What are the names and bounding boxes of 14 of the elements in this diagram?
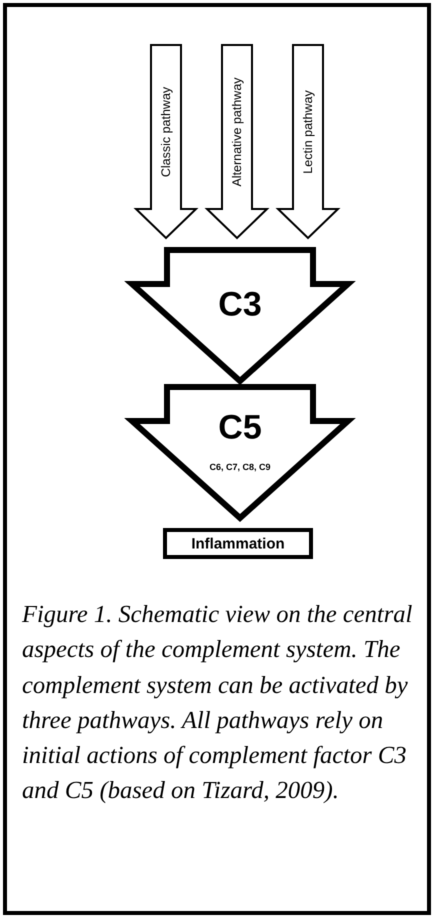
pathway-block [135, 44, 197, 240]
component-label: C5 [218, 408, 262, 448]
stage-block [127, 384, 353, 524]
pathway-label: Alternative pathway [230, 77, 244, 187]
pathway-block [277, 44, 339, 240]
outcome-label: Inflammation [191, 535, 285, 552]
component-label: C3 [218, 286, 262, 324]
pathway-block [206, 44, 268, 240]
stage-block [127, 247, 353, 387]
pathway-label: Lectin pathway [301, 90, 315, 174]
outcome-box [163, 528, 313, 559]
pathway-label: Classic pathway [159, 86, 173, 178]
figure-caption: Figure 1. Schematic view on the central aspects of the complement system. The complement system can be activated by three pathways. All pathways rely on initial actions of complement factor C3 and C5 (based on Tizard, 2009). [22, 600, 414, 806]
component-sublabel: C6, C7, C8, C9 [209, 462, 271, 472]
